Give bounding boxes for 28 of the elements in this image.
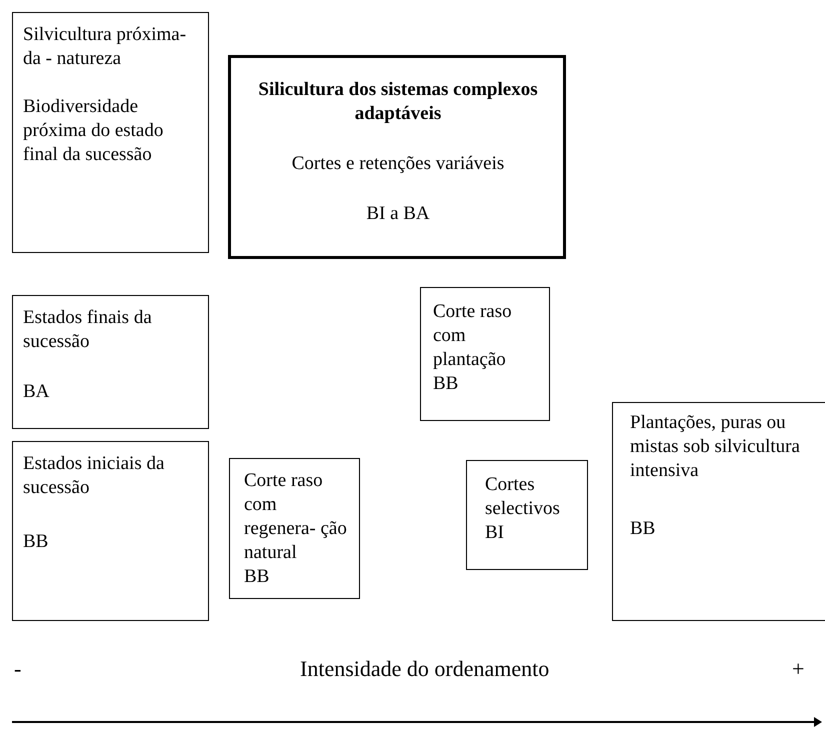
text-box xyxy=(12,12,209,253)
box-text: BB xyxy=(23,530,50,554)
axis-minus-sign: - xyxy=(14,657,22,681)
box-text: BB xyxy=(244,565,270,589)
box-text: Biodiversidade próxima do estado final da sucessão xyxy=(23,95,164,167)
box-text: BA xyxy=(23,380,50,404)
box-text: Cortes e retenções variáveis xyxy=(290,152,506,176)
box-text: BI a BA xyxy=(365,202,431,226)
axis-plus-sign: + xyxy=(792,657,804,681)
heading-text: Silicultura dos sistemas complexos adaptáveis xyxy=(257,78,539,126)
box-text: Estados finais da sucessão xyxy=(23,306,153,354)
box-text: Cortes selectivos xyxy=(485,473,561,521)
box-text: Plantações, puras ou mistas sob silvicultura intensiva xyxy=(630,411,801,483)
box-text: Corte raso com regenera- ção natural xyxy=(244,469,348,565)
box-text: Corte raso com plantação xyxy=(433,300,513,372)
box-text: Estados iniciais da sucessão xyxy=(23,452,166,500)
box-text: BB xyxy=(433,372,460,396)
text-box xyxy=(420,287,550,421)
box-text: BI xyxy=(485,521,505,545)
box-text: BB xyxy=(630,517,656,541)
text-box xyxy=(229,458,360,599)
text-box xyxy=(12,295,209,429)
box-text: Silvicultura próxima- da - natureza xyxy=(23,23,188,71)
text-box xyxy=(228,55,566,259)
text-box xyxy=(12,441,209,621)
text-box xyxy=(612,402,825,621)
axis-label: Intensidade do ordenamento xyxy=(300,657,550,681)
text-box xyxy=(466,460,588,570)
